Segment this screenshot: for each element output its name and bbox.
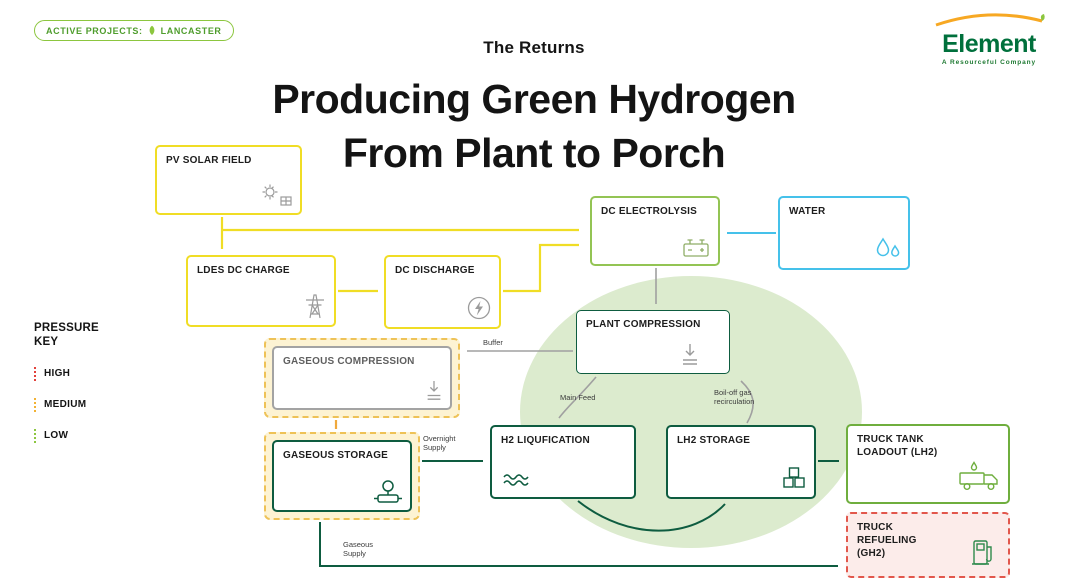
transmission-tower-icon	[306, 294, 324, 319]
company-logo: Element A Resourceful Company	[928, 12, 1050, 66]
low-pressure-tick-icon	[34, 428, 36, 443]
node-truck-tank-loadout: TRUCK TANK LOADOUT (LH2)	[846, 424, 1010, 504]
pressure-key-title: PRESSURE KEY	[34, 322, 99, 348]
node-truck-refueling: TRUCK REFUELING (GH2)	[846, 512, 1010, 578]
node-label: DC ELECTROLYSIS	[601, 206, 697, 217]
page-header: The Returns Producing Green Hydrogen Fro…	[0, 38, 1068, 180]
pressure-key: PRESSURE KEY HIGH MEDIUM LOW	[34, 322, 114, 443]
pressure-key-item-high: HIGH	[34, 366, 114, 381]
node-water: WATER	[778, 196, 910, 270]
logo-brand-text: Element	[942, 30, 1036, 58]
node-h2-liquefaction: H2 LIQUFICATION	[490, 425, 636, 499]
flow-label-overnight-supply: Overnight Supply	[423, 434, 456, 453]
node-pv-solar-field: PV SOLAR FIELD	[155, 145, 302, 215]
pressure-key-item-medium: MEDIUM	[34, 397, 114, 412]
fuel-pump-icon	[972, 540, 992, 565]
page-title-line1: Producing Green Hydrogen	[272, 76, 796, 122]
node-dc-electrolysis: DC ELECTROLYSIS	[590, 196, 720, 266]
valve-icon	[374, 480, 402, 503]
logo-arc-icon	[935, 13, 1045, 27]
gaseous-storage-buffer-zone: GASEOUS STORAGE	[264, 432, 420, 520]
active-projects-label: ACTIVE PROJECTS:	[46, 25, 143, 36]
page-title-line2: From Plant to Porch	[342, 130, 726, 177]
node-gaseous-storage: GASEOUS STORAGE	[272, 440, 412, 512]
node-gaseous-compression: GASEOUS COMPRESSION	[272, 346, 452, 410]
node-lh2-storage: LH2 STORAGE	[666, 425, 816, 499]
flow-label-buffer: Buffer	[483, 338, 503, 347]
node-label: GASEOUS COMPRESSION	[283, 356, 415, 367]
active-projects-location: LANCASTER	[160, 25, 222, 36]
storage-crates-icon	[783, 467, 805, 488]
flow-label-gaseous-supply: Gaseous Supply	[343, 540, 374, 559]
leaf-icon	[149, 25, 155, 35]
medium-pressure-tick-icon	[34, 397, 36, 412]
node-label: DC DISCHARGE	[395, 265, 475, 276]
node-label: H2 LIQUFICATION	[501, 435, 590, 446]
compression-icon	[683, 344, 697, 365]
node-label: LH2 STORAGE	[677, 435, 751, 446]
water-droplets-icon	[876, 237, 900, 257]
liquid-waves-icon	[503, 474, 529, 486]
electrolysis-cell-icon	[683, 239, 709, 257]
node-label: LDES DC CHARGE	[197, 265, 290, 276]
page-title: Producing Green Hydrogen From Plant to P…	[0, 72, 1068, 180]
pressure-key-item-low: LOW	[34, 428, 114, 443]
high-pressure-tick-icon	[34, 366, 36, 381]
node-label: WATER	[789, 206, 826, 217]
node-label: PV SOLAR FIELD	[166, 155, 252, 166]
compression-icon	[427, 381, 441, 400]
logo-tagline: A Resourceful Company	[941, 59, 1037, 66]
flow-label-boil-off: Boil-off gas recirculation	[714, 388, 755, 407]
tanker-truck-icon	[959, 461, 998, 491]
node-plant-compression: PLANT COMPRESSION	[576, 310, 730, 374]
solar-panel-sun-icon	[262, 184, 292, 206]
node-label: PLANT COMPRESSION	[586, 319, 701, 330]
node-label: GASEOUS STORAGE	[283, 450, 389, 461]
node-dc-discharge: DC DISCHARGE	[384, 255, 501, 329]
page-kicker: The Returns	[483, 38, 585, 57]
active-projects-badge: ACTIVE PROJECTS: LANCASTER	[34, 20, 234, 41]
lightning-bolt-icon	[467, 296, 491, 320]
node-label: TRUCK REFUELING (GH2)	[857, 522, 917, 559]
node-label: TRUCK TANK LOADOUT (LH2)	[857, 434, 938, 458]
gaseous-compression-buffer-zone: GASEOUS COMPRESSION	[264, 338, 460, 418]
node-ldes-dc-charge: LDES DC CHARGE	[186, 255, 336, 327]
flow-label-main-feed: Main Feed	[560, 393, 596, 402]
